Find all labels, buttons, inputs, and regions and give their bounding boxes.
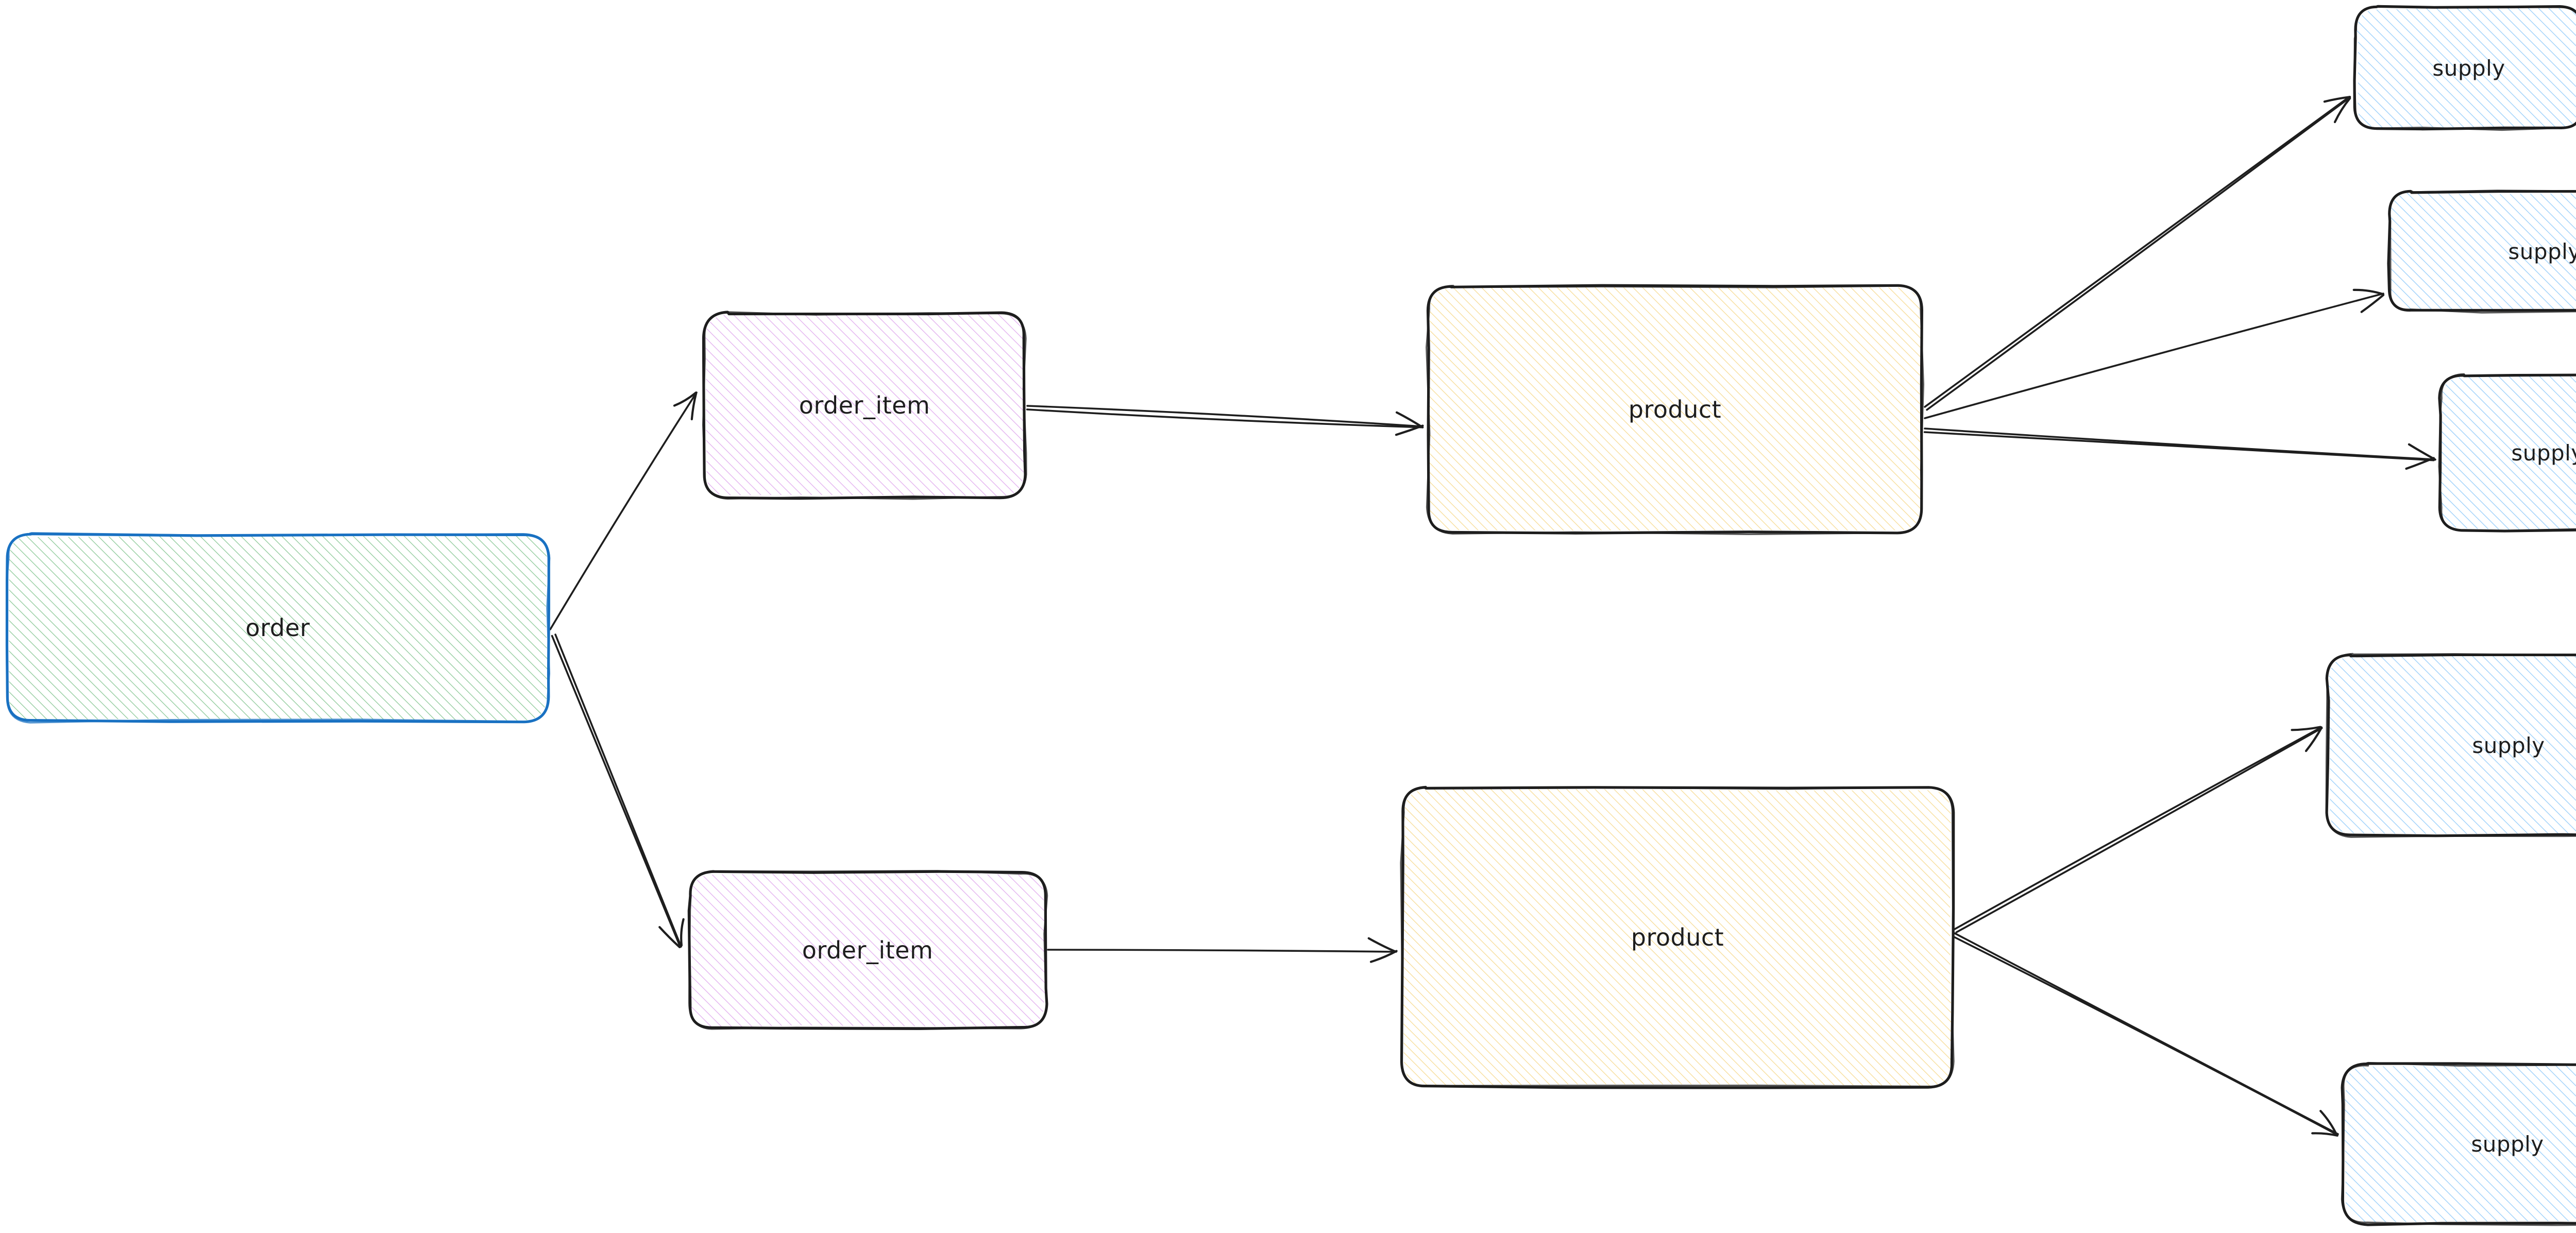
arrowhead-barb-1: [2360, 294, 2385, 313]
edge-e6[interactable]: [1924, 288, 2385, 419]
node-order[interactable]: [5, 532, 551, 724]
edge-line: [1926, 96, 2351, 411]
node-outline: [2438, 373, 2576, 533]
node-supply_5[interactable]: [2341, 1061, 2576, 1226]
edge-line: [1924, 427, 2435, 460]
node-fill: [2344, 1065, 2576, 1223]
edge-e2[interactable]: [551, 633, 685, 949]
arrowhead-barb-0: [2323, 96, 2351, 103]
edge-line: [1923, 431, 2435, 461]
edge-layer: [549, 96, 2436, 1137]
arrowhead-barb-1: [2405, 457, 2435, 470]
node-outline: [2438, 373, 2576, 532]
node-supply_4[interactable]: [2325, 653, 2576, 838]
node-fill: [2357, 8, 2576, 128]
node-fill: [2389, 192, 2576, 311]
arrowhead-barb-0: [2352, 288, 2384, 296]
node-outline: [1400, 785, 1955, 1088]
node-outline: [6, 532, 551, 724]
node-supply_3[interactable]: [2438, 373, 2576, 533]
node-outline: [688, 870, 1048, 1030]
node-layer: [5, 5, 2576, 1226]
arrowhead-barb-0: [1367, 937, 1397, 953]
edge-line: [1955, 727, 2323, 933]
node-outline: [2388, 190, 2576, 314]
arrowhead-barb-1: [658, 926, 681, 949]
edge-line: [549, 391, 698, 630]
edge-line: [1954, 726, 2323, 930]
node-fill: [9, 535, 548, 721]
edge-e9[interactable]: [1952, 932, 2339, 1137]
edge-line: [1047, 949, 1397, 953]
edge-e1[interactable]: [549, 391, 698, 630]
edge-line: [1026, 408, 1423, 429]
arrowhead-barb-0: [2319, 1110, 2338, 1136]
node-outline: [2353, 5, 2576, 131]
arrowhead-barb-1: [2333, 97, 2351, 124]
node-fill: [1429, 287, 1921, 531]
node-product_2[interactable]: [1400, 785, 1955, 1089]
node-supply_1[interactable]: [2353, 5, 2576, 131]
node-fill: [690, 873, 1045, 1028]
edge-line: [1952, 935, 2338, 1136]
node-fill: [705, 314, 1024, 496]
arrowhead-barb-0: [2408, 443, 2436, 461]
arrowhead-barb-1: [690, 391, 698, 421]
arrowhead-barb-0: [2291, 726, 2321, 731]
node-outline: [1426, 285, 1924, 535]
edge-e5[interactable]: [1924, 96, 2351, 411]
node-outline: [702, 311, 1027, 500]
edge-line: [1924, 293, 2384, 419]
edge-e3[interactable]: [1026, 405, 1424, 436]
node-product_1[interactable]: [1426, 284, 1924, 535]
edge-line: [551, 635, 682, 948]
node-outline: [2341, 1062, 2576, 1226]
arrowhead-barb-0: [680, 918, 685, 947]
edge-e8[interactable]: [1954, 726, 2323, 933]
edge-line: [1026, 405, 1423, 427]
edge-line: [1924, 96, 2350, 408]
edge-line: [554, 633, 682, 948]
node-order_item_1[interactable]: [702, 311, 1027, 500]
node-outline: [2325, 653, 2576, 838]
node-supply_2[interactable]: [2387, 190, 2576, 314]
arrowhead-barb-0: [673, 391, 697, 407]
arrowhead-barb-1: [1395, 424, 1424, 436]
node-fill: [2328, 656, 2576, 834]
arrowhead-barb-1: [1369, 950, 1398, 963]
node-order_item_2[interactable]: [687, 870, 1048, 1030]
node-outline: [2341, 1061, 2576, 1226]
arrowhead-barb-1: [2311, 1132, 2338, 1137]
edge-e4[interactable]: [1047, 937, 1398, 963]
node-fill: [1403, 789, 1952, 1086]
arrowhead-barb-1: [2304, 727, 2323, 752]
edge-e7[interactable]: [1923, 427, 2436, 470]
node-fill: [2441, 376, 2576, 530]
